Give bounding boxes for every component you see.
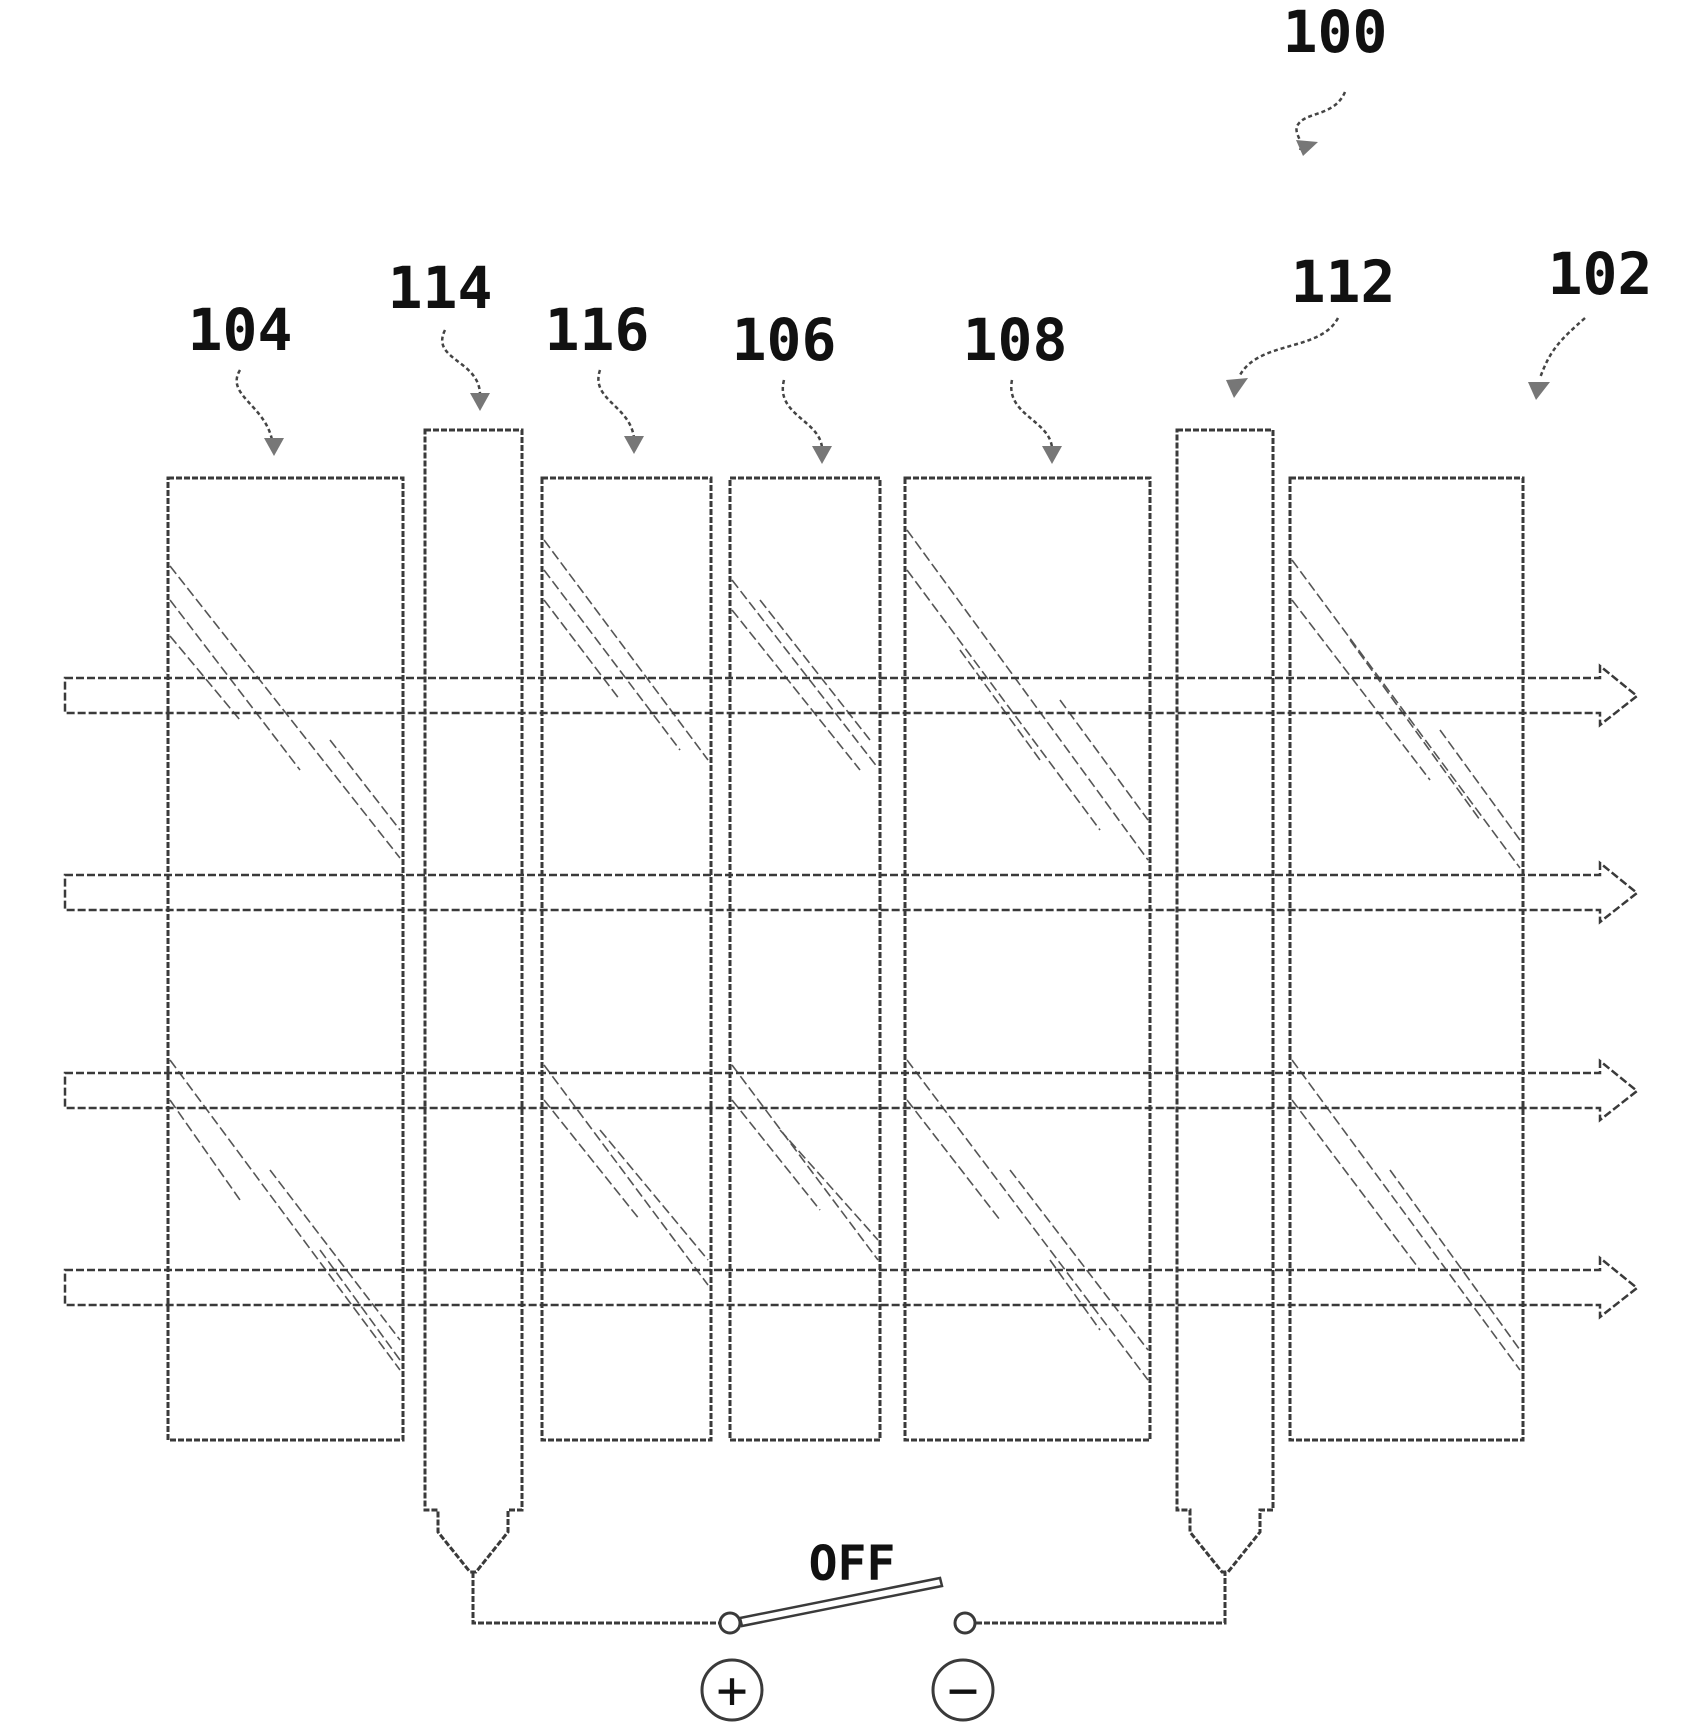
leader-106: [783, 380, 822, 448]
positive-terminal-symbol: +: [716, 1661, 747, 1721]
leader-116: [598, 370, 634, 438]
leader-arrow-112: [1226, 378, 1248, 398]
leader-arrow-108: [1042, 446, 1062, 464]
leader-arrow-100: [1296, 140, 1318, 156]
label-100: 100: [1283, 0, 1388, 66]
leader-108: [1011, 380, 1052, 448]
leader-114: [442, 330, 480, 395]
switch-contact-right: [955, 1613, 975, 1633]
layer-104: [168, 478, 403, 1440]
electrode-114: [425, 430, 522, 1572]
switch-state-label: OFF: [809, 1536, 896, 1592]
label-116: 116: [545, 296, 650, 364]
leader-112: [1240, 318, 1338, 375]
electrode-112: [1177, 430, 1273, 1572]
negative-terminal-symbol: −: [947, 1661, 978, 1721]
leader-arrow-116: [624, 436, 644, 454]
flow-arrow-4: [65, 1258, 1637, 1317]
label-102: 102: [1548, 240, 1653, 308]
leader-arrow-104: [264, 438, 284, 456]
leader-arrow-102: [1528, 382, 1550, 400]
label-106: 106: [732, 306, 837, 374]
label-112: 112: [1291, 248, 1396, 316]
label-114: 114: [388, 254, 493, 322]
flow-arrow-3: [65, 1061, 1637, 1120]
flow-arrows: [65, 666, 1637, 1317]
leader-arrow-106: [812, 446, 832, 464]
layer-far-right: [1290, 478, 1523, 1440]
leader-arrow-114: [470, 393, 490, 411]
leader-104: [237, 370, 272, 440]
switch-contact-left: [720, 1613, 740, 1633]
label-108: 108: [963, 306, 1068, 374]
hatching-upper: [170, 530, 1520, 868]
label-104: 104: [188, 296, 293, 364]
flow-arrow-2: [65, 863, 1637, 922]
leader-102: [1540, 318, 1585, 378]
layer-106: [730, 478, 880, 1440]
layer-116: [542, 478, 711, 1440]
layer-108: [905, 478, 1150, 1440]
